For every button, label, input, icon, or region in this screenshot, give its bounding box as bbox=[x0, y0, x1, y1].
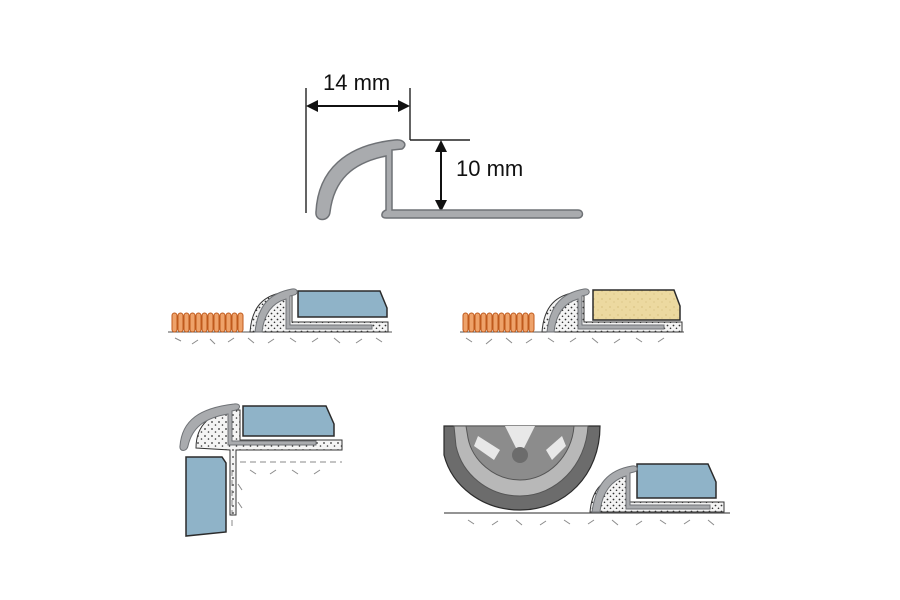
profile-carpet-wood-icon bbox=[460, 288, 684, 345]
width-dimension-label: 14 mm bbox=[323, 70, 390, 95]
height-dimension-label: 10 mm bbox=[456, 156, 523, 181]
main-profile-drawing: 14 mm 10 mm bbox=[305, 70, 584, 221]
height-dimension-arrow bbox=[435, 140, 447, 212]
trim-profile-shape bbox=[315, 139, 584, 221]
profile-stair-edge-icon bbox=[179, 403, 343, 537]
profile-wheel-ramp-icon bbox=[443, 425, 730, 526]
width-dimension-arrow bbox=[306, 100, 410, 112]
wheel-icon bbox=[443, 425, 601, 511]
profile-carpet-tile-icon bbox=[168, 288, 392, 345]
